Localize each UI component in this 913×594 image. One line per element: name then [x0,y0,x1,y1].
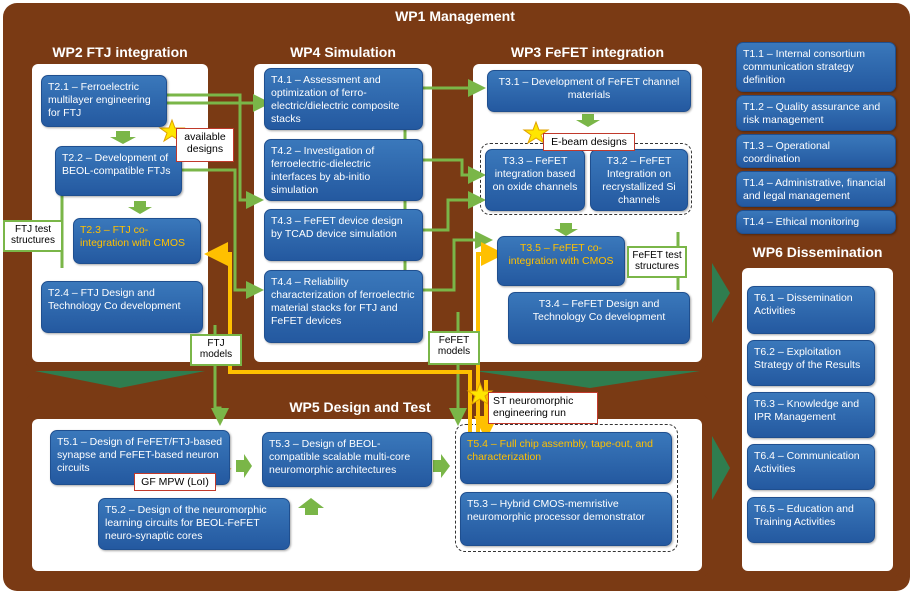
t53-to-t54-arrow [433,454,450,478]
t31-to-group-arrow [576,114,600,127]
gf-mpw-label: GF MPW (LoI) [134,473,216,491]
task-t1-4-admin: T1.4 – Administrative, financial and leg… [736,171,896,207]
st-run-label: ST neuromorphic engineering run [488,392,598,424]
task-t5-4: T5.4 – Full chip assembly, tape-out, and… [460,432,672,484]
task-t1-3: T1.3 – Operational coordination [736,134,896,168]
task-t2-1: T2.1 – Ferroelectric multilayer engineer… [41,75,167,127]
task-t5-3-demonstrator: T5.3 – Hybrid CMOS-memristive neuromorph… [460,492,672,546]
t52-to-t53-arrow [298,498,324,515]
task-t2-2: T2.2 – Development of BEOL-compatible FT… [55,146,182,196]
task-t4-4: T4.4 – Reliability characterization of f… [264,270,423,343]
t51-to-t53-arrow [236,454,252,478]
ebeam-designs-label: E-beam designs [543,133,635,151]
task-t3-2: T3.2 – FeFET Integration on recrystalliz… [590,149,688,211]
task-t3-4: T3.4 – FeFET Design and Technology Co de… [508,292,690,344]
ftj-test-structures-label: FTJ test structures [3,220,63,252]
fefet-test-structures-label: FeFET test structures [627,246,687,278]
task-t1-4-ethics: T1.4 – Ethical monitoring [736,210,896,234]
chip-demonstrator-group [455,424,678,552]
task-t2-3: T2.3 – FTJ co-integration with CMOS [73,218,201,264]
t21-to-t22-arrow [110,131,136,144]
wp6-title: WP6 Dissemination [752,244,883,260]
task-t1-1: T1.1 – Internal consortium communication… [736,42,896,92]
available-designs-label: available designs [176,128,234,162]
task-t2-4: T2.4 – FTJ Design and Technology Co deve… [41,281,203,333]
task-t1-2: T1.2 – Quality assurance and risk manage… [736,95,896,131]
task-t5-3-design: T5.3 – Design of BEOL-compatible scalabl… [262,432,432,487]
wp3-to-wp6-chevron [712,263,730,323]
group-to-t35-arrow [554,223,578,236]
task-t6-2: T6.2 – Exploitation Strategy of the Resu… [747,340,875,386]
task-t6-5: T6.5 – Education and Training Activities [747,497,875,543]
t22-to-t23-arrow [128,201,152,214]
task-t6-3: T6.3 – Knowledge and IPR Management [747,392,875,438]
fefet-models-label: FeFET models [428,331,480,365]
wp1-title: WP1 Management [395,8,515,24]
task-t3-5: T3.5 – FeFET co-integration with CMOS [497,236,625,286]
wp3-title: WP3 FeFET integration [510,44,665,60]
task-t5-2: T5.2 – Design of the neuromorphic learni… [98,498,290,550]
task-t3-1: T3.1 – Development of FeFET channel mate… [487,70,691,112]
task-t3-3: T3.3 – FeFET integration based on oxide … [485,149,585,211]
task-t6-1: T6.1 – Dissemination Activities [747,286,875,334]
wp5-title: WP5 Design and Test [289,399,431,415]
wp5-to-wp6-chevron [712,436,730,500]
ftj-models-label: FTJ models [190,334,242,366]
task-t6-4: T6.4 – Communication Activities [747,444,875,490]
wp2-title: WP2 FTJ integration [52,44,188,60]
task-t4-3: T4.3 – FeFET device design by TCAD devic… [264,209,423,261]
task-t4-2: T4.2 – Investigation of ferroelectric-di… [264,139,423,201]
wp4-title: WP4 Simulation [290,44,396,60]
st-run-star-icon [466,381,494,406]
wp2-to-wp5-chevron [35,371,205,388]
wp3-to-wp5-chevron [475,371,700,388]
task-t4-1: T4.1 – Assessment and optimization of fe… [264,68,423,130]
ebeam-designs-star-icon [522,120,550,145]
